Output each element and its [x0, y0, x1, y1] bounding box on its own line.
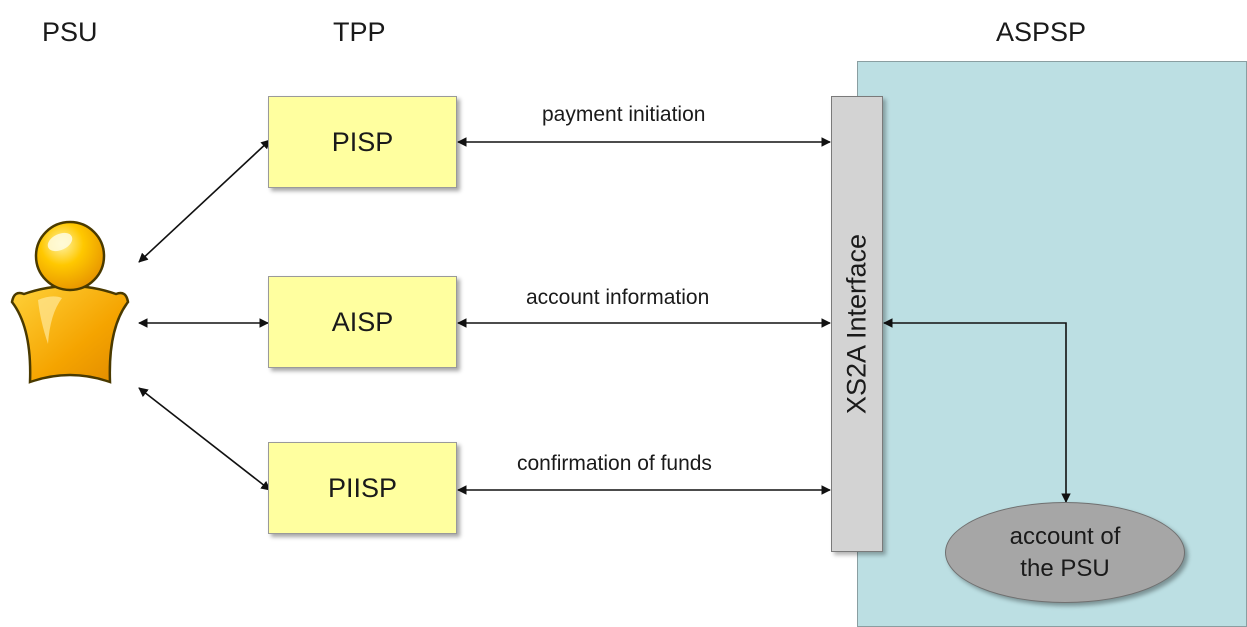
xs2a-interface: XS2A Interface — [831, 96, 883, 552]
arrow-xs2a-account — [883, 318, 1071, 503]
arrow-psu-pisp — [138, 139, 271, 263]
arrow-psu-piisp — [138, 387, 271, 491]
piisp-box: PIISP — [268, 442, 457, 534]
aisp-box: AISP — [268, 276, 457, 368]
account-line-2: the PSU — [1020, 554, 1110, 582]
tpp-column-label: TPP — [333, 17, 386, 47]
flow-label-account: account information — [526, 286, 710, 309]
pisp-box: PISP — [268, 96, 457, 188]
xs2a-interface-label: XS2A Interface — [841, 233, 872, 415]
flow-label-payment: payment initiation — [542, 103, 706, 126]
account-line-1: account of — [1009, 522, 1121, 550]
flow-label-funds: confirmation of funds — [517, 452, 712, 475]
account-node: account of the PSU — [945, 502, 1185, 603]
psu-column-label: PSU — [42, 17, 98, 47]
aspsp-column-label: ASPSP — [996, 17, 1087, 47]
user-icon — [10, 216, 130, 393]
